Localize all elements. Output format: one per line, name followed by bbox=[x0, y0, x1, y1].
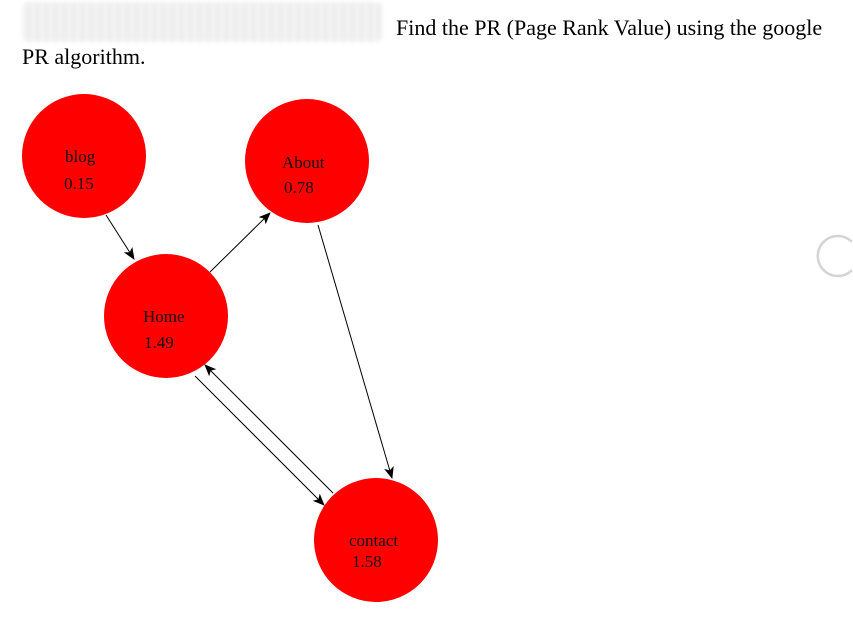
node-blog-circle bbox=[22, 94, 146, 218]
node-blog-value: 0.15 bbox=[64, 174, 94, 193]
node-contact-value: 1.58 bbox=[352, 552, 382, 571]
node-contact: contact 1.58 bbox=[314, 478, 438, 602]
node-blog: blog 0.15 bbox=[22, 94, 146, 218]
node-home-label: Home bbox=[143, 307, 185, 326]
node-home-value: 1.49 bbox=[144, 333, 174, 352]
node-contact-label: contact bbox=[349, 531, 398, 550]
node-about-value: 0.78 bbox=[284, 178, 314, 197]
edge-contact-to-home bbox=[204, 364, 334, 494]
node-about-circle bbox=[245, 99, 369, 223]
question-text-line1: Find the PR (Page Rank Value) using the … bbox=[396, 15, 823, 40]
edge-blog-to-home bbox=[105, 214, 135, 260]
loading-spinner-icon bbox=[816, 234, 853, 278]
node-home-circle bbox=[104, 254, 228, 378]
node-about: About 0.78 bbox=[245, 99, 369, 223]
redacted-header-blur bbox=[22, 2, 382, 42]
edge-home-to-about bbox=[209, 212, 271, 273]
node-blog-label: blog bbox=[65, 147, 96, 166]
edge-about-to-contact bbox=[317, 224, 394, 479]
node-contact-circle bbox=[314, 478, 438, 602]
node-about-label: About bbox=[282, 153, 325, 172]
question-text-line2: PR algorithm. bbox=[22, 44, 146, 69]
edge-home-to-contact bbox=[194, 375, 325, 506]
node-home: Home 1.49 bbox=[104, 254, 228, 378]
